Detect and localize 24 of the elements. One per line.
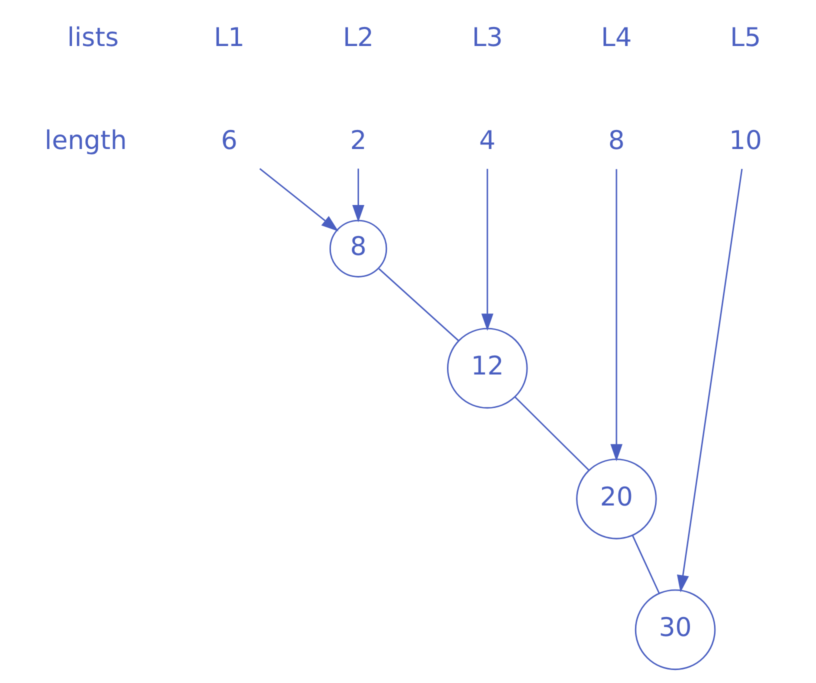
node-text: 2 [350,126,366,156]
label: L2 [342,22,374,53]
label: length [44,126,126,156]
arrow [480,168,493,331]
node-text: 10 [728,126,762,156]
node-text: 4 [478,126,496,156]
node-text: 6 [220,126,237,156]
label: L3 [471,22,502,53]
arrow [610,169,622,462]
connector [514,396,589,471]
arrow [258,168,338,232]
node-circle: 12 [446,328,528,409]
label: lists [66,22,118,53]
arrow [352,168,364,222]
node-circle: 8 [328,220,387,278]
label: L4 [600,22,632,53]
node-text: 8 [608,126,624,156]
label: L1 [213,22,244,53]
node-circle: 30 [634,589,716,670]
label: L5 [730,22,760,53]
connector [631,535,660,594]
node-circle: 20 [576,458,656,540]
arrow [676,168,742,592]
connector [378,268,458,342]
